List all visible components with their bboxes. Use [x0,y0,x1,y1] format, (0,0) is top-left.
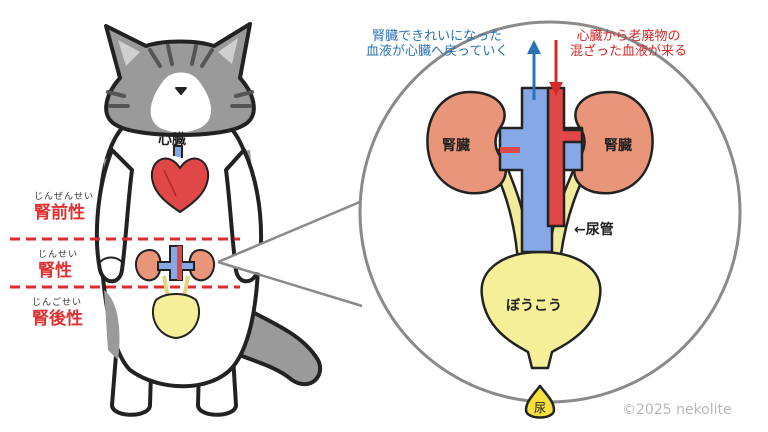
heart-label: 心臓 [158,132,186,148]
clean-blood-line1: 腎臓できれいになった [372,29,503,44]
cat-tail [230,298,322,387]
cat-left-arm [94,148,134,284]
small-urinary-system [134,245,216,340]
renal-label: 腎性 [38,261,72,281]
clean-blood-line2: 血液が心臓へ戻っていく [366,43,509,59]
heart-illustration [150,145,210,214]
bladder-shape [480,250,602,370]
waste-blood-note: 心臓から老廃物の 混ざった血液が来る [570,29,688,60]
copyright-text: ©2025 nekolite [622,402,732,418]
urine-label: 尿 [534,401,547,415]
boundary-lines [10,237,240,289]
aorta [546,86,584,228]
renal-ruby: じんせい [38,250,79,260]
bladder-label: ぼうこう [506,298,562,314]
prerenal-label: 腎前性 [34,203,85,223]
zoom-callout-pointer [217,194,375,308]
cat-illustration [94,22,322,417]
waste-blood-line2: 混ざった血液が来る [570,43,688,59]
urine-drop [524,384,556,419]
postrenal-ruby: じんごせい [32,298,83,308]
ureter-label: ←尿管 [574,222,614,238]
left-kidney [426,90,508,195]
right-kidney-label: 腎臓 [604,138,632,154]
zoomed-urinary-system [426,86,654,419]
postrenal-label: 腎後性 [32,309,83,329]
clean-blood-note: 腎臓できれいになった 血液が心臓へ戻っていく [366,29,509,60]
left-kidney-label: 腎臓 [442,138,470,154]
waste-blood-line1: 心臓から老廃物の [576,29,681,44]
cat-nose [175,87,187,95]
right-kidney [572,90,654,195]
prerenal-ruby: じんぜんせい [34,192,95,202]
flow-arrows [527,40,563,100]
